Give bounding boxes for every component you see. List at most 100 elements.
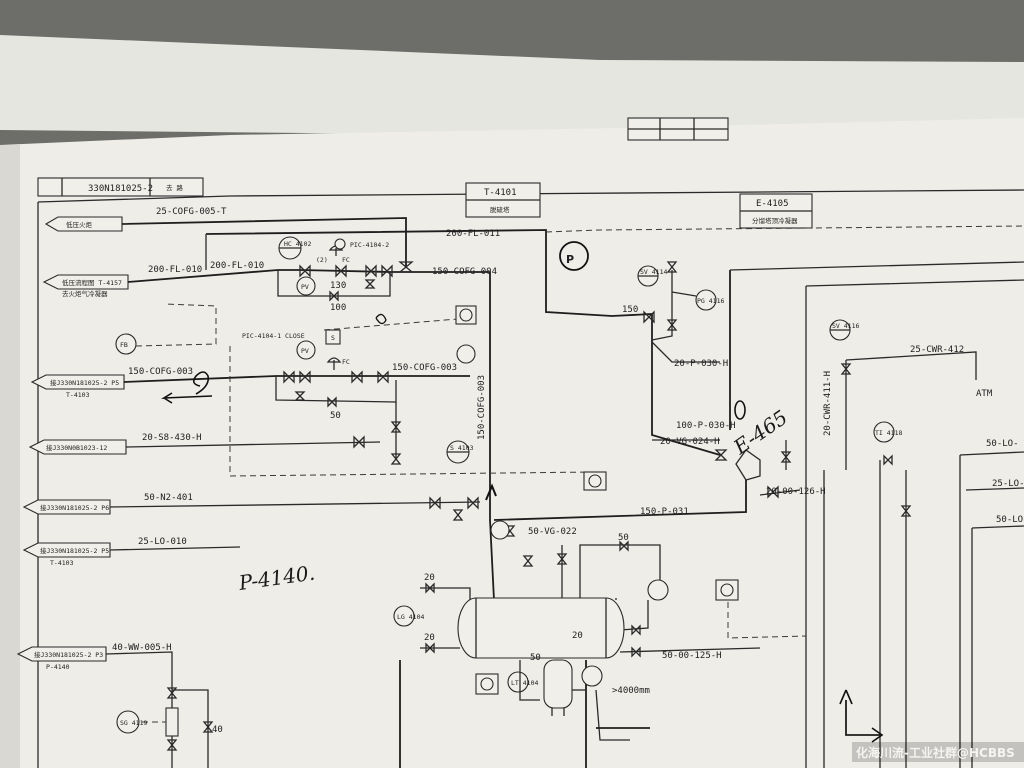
instrument-lg-4104: LG 4104 [393,605,424,627]
solenoid-s [325,329,341,345]
svg-text:FC: FC [342,358,350,366]
equipment-tag-e4105: E-4105 [756,199,789,209]
instrument-pi-vessel [490,520,510,540]
svg-text:SV 4114: SV 4114 [640,268,667,276]
equipment-tag-t4101: T-4101 [484,188,517,198]
instrument-pi-4103 [456,344,476,364]
svg-text:ATM: ATM [976,389,993,399]
instrument-li-vessel [581,665,603,687]
equipment-name-t4101: 脱硫塔 [490,205,510,214]
vessel-drum [457,597,650,729]
line-label-l9: 50-N2-401 [144,493,193,503]
line-label-l22: 50-LO- [996,515,1024,525]
pressure-gauge-icon [334,238,346,250]
svg-text:PG 4116: PG 4116 [697,297,724,305]
line-label-l7: 150-COFG-003 [477,375,487,440]
line-label-l4: 150-COFG-004 [432,267,497,277]
svg-text:HC 4102: HC 4102 [284,240,311,248]
off-page-connector-1: 低压火炬 [44,216,123,232]
svg-text:T-4103: T-4103 [66,391,90,399]
svg-text:S 4103: S 4103 [450,444,474,452]
line-label-l17: 50-00-125-H [662,651,722,661]
equipment-name-e4105: 分馏塔顶冷凝器 [752,216,798,225]
line-label-l6: 150-COFG-003 [392,363,457,373]
line-label-l15: 20-VG-024-H [660,437,720,447]
watermark-bg [852,742,1024,762]
svg-text:LG 4104: LG 4104 [397,613,424,621]
svg-text:LT 4104: LT 4104 [511,679,538,687]
instrument-fb: FB [115,333,137,355]
line-label-l3b: 200-FL-010 [210,261,264,271]
header-block [37,177,204,197]
line-label-l23: 40-WW-005-H [112,643,172,653]
line-label-l8: 20-S8-430-H [142,433,202,443]
off-page-connector-7: 接J330N181025-2 P3 P-4140 [16,646,107,671]
instrument-pv-lower: PV [296,340,316,360]
line-label-l16: 20-00-126-H [766,487,826,497]
handwritten-tick [485,483,497,501]
handwritten-arrow [161,392,213,404]
svg-text:FC: FC [342,256,350,264]
instrument-ti-4118: TI 4118 [873,421,902,443]
svg-text:接J330N0B1023-12: 接J330N0B1023-12 [46,443,107,452]
sheet-shadow [0,145,20,768]
svg-text:(2): (2) [316,256,328,264]
svg-text:50: 50 [530,653,541,663]
svg-text:SG 4119: SG 4119 [120,719,147,727]
instrument-pv-upper: PV [296,276,316,296]
svg-text:20: 20 [424,633,435,643]
instrument-pg-4116: PG 4116 [695,289,724,311]
svg-text:接J330N181025-2 P5: 接J330N181025-2 P5 [50,378,119,387]
svg-text:20: 20 [572,631,583,641]
line-label-l11: 50-VG-022 [528,527,577,537]
svg-text:去火炬气冷凝器: 去火炬气冷凝器 [62,289,108,298]
sight-glass [142,707,179,737]
off-page-connector-2: 低压流程图 T-4157 去火炬气冷凝器 [42,274,129,298]
svg-text:130: 130 [330,281,346,291]
pic-4104-2-label: PIC-4104-2 [350,241,389,249]
handwritten-small-mark [375,313,387,325]
line-label-l1: 25-COFG-005-T [156,207,227,217]
line-label-l19: 20-CWR-411-H [823,371,833,436]
line-labels: 25-COFG-005-T 200-FL-011 200-FL-010 200-… [112,207,1024,661]
svg-text:T-4103: T-4103 [50,559,74,567]
instrument-lt-4104: LT 4104 [507,671,538,693]
svg-text:PV: PV [301,347,309,355]
svg-text:100: 100 [330,303,346,313]
drawing-number: 330N181025-2 [88,184,153,194]
instrument-sv-4114: SV 4114 [637,265,667,287]
svg-text:FB: FB [120,341,128,349]
size-labels: 130 100 150 50 20 20 20 50 50 40 ATM >40… [212,281,993,735]
svg-text:40: 40 [212,725,223,735]
line-label-l21: 25-LO- [992,479,1024,489]
svg-text:50: 50 [330,411,341,421]
svg-text:低压流程图 T-4157: 低压流程图 T-4157 [62,278,122,287]
instrument-s-4103: S 4103 [446,440,474,464]
svg-text:接J330N181025-2 P5: 接J330N181025-2 P5 [40,546,109,555]
line-label-l5: 150-COFG-003 [128,367,193,377]
instrument-lt-right [647,579,669,601]
svg-text:150: 150 [622,305,638,315]
svg-text:20: 20 [424,573,435,583]
svg-text:接J330N181025-2 P6: 接J330N181025-2 P6 [40,503,109,512]
svg-text:低压火炬: 低压火炬 [66,220,93,229]
handwritten-loop-mark [192,371,210,395]
main-sheet [0,118,1024,768]
back-sheet [0,35,1024,140]
svg-text:TI 4118: TI 4118 [875,429,902,437]
sheet-label: 去 路 [166,183,183,192]
off-page-connector-3: 接J330N181025-2 P5 T-4103 [30,374,125,399]
svg-text:PV: PV [301,283,309,291]
frame-top [229,189,1024,197]
control-valve-fc-2: FC [326,357,350,370]
valves [166,261,912,751]
line-label-l13: 20-P-030-H [674,359,728,369]
line-label-l2: 200-FL-011 [446,229,500,239]
line-label-l18: 25-CWR-412 [910,345,964,355]
line-label-l12: 150-P-031 [640,507,689,517]
svg-text:接J330N181025-2 P3: 接J330N181025-2 P3 [34,650,103,659]
off-page-connector-5: 接J330N181025-2 P6 [22,499,111,515]
line-label-l14: 100-P-030-H [676,421,736,431]
svg-text:>4000mm: >4000mm [612,686,650,696]
